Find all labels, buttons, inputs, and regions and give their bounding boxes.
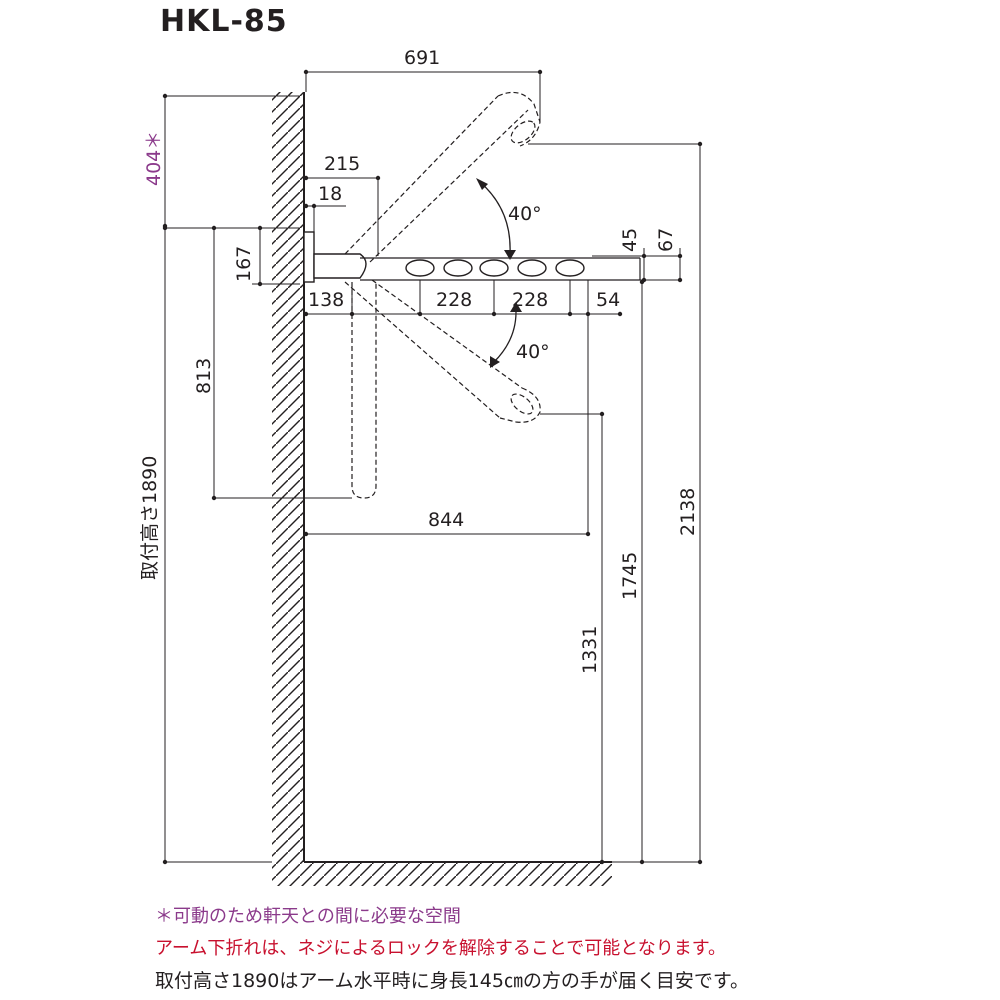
label-404: 404＊: [143, 131, 165, 186]
arm-base-block: [313, 253, 367, 279]
label-215: 215: [324, 153, 360, 175]
dimension-labels: 691 215 18 167 138 228 228 54 45 67 404＊…: [139, 47, 699, 674]
floor: [272, 861, 612, 886]
lower-arm-edge-b: [371, 279, 523, 389]
note-height-guide: 取付高さ1890はアーム水平時に身長145㎝の方の手が届く目安です。: [155, 970, 750, 992]
lower-angle-arrow-a: [510, 302, 522, 312]
dimension-dots: [162, 69, 703, 865]
hanger-hole-2: [443, 259, 473, 277]
wall-bracket: [303, 231, 315, 283]
label-1745: 1745: [619, 552, 641, 600]
upper-angle-arc: [479, 181, 511, 255]
hanger-hole-5: [555, 259, 585, 277]
upper-arm-tip: [497, 91, 541, 147]
folded-arm-outline: [351, 282, 377, 499]
upper-arm-hole: [510, 120, 536, 144]
folded-down-arm: [351, 282, 377, 499]
label-angle-upper: 40°: [508, 203, 542, 225]
label-228-second: 228: [512, 289, 548, 311]
note-folding: アーム下折れは、ネジによるロックを解除することで可能となります。: [155, 938, 726, 959]
floor-hatching: [272, 862, 612, 886]
label-67: 67: [655, 228, 677, 252]
label-45: 45: [619, 228, 641, 252]
note-clearance: ＊可動のため軒天との間に必要な空間: [155, 906, 461, 927]
upper-arm-edge-b: [369, 109, 529, 263]
upper-angle-arrow-b: [504, 250, 516, 260]
lower-angle-arrow-b: [490, 356, 500, 368]
dimension-lines: [164, 71, 701, 863]
upper-arm-position: [344, 91, 541, 263]
hanger-hole-3: [479, 259, 509, 277]
angle-arcs: [476, 178, 522, 368]
upper-angle-arrow-a: [476, 178, 488, 190]
label-691: 691: [404, 47, 440, 69]
lower-arm-position: [344, 279, 541, 423]
label-2138: 2138: [677, 488, 699, 536]
label-1331: 1331: [579, 626, 601, 674]
hanger-hole-4: [517, 259, 547, 277]
lower-arm-hole: [510, 393, 534, 415]
upper-arm-edge-a: [344, 95, 499, 255]
horizontal-arm: [303, 231, 641, 283]
wall: [272, 92, 305, 862]
label-18: 18: [318, 183, 342, 205]
label-228-first: 228: [436, 289, 472, 311]
label-54: 54: [596, 289, 620, 311]
label-mount-height: 取付高さ1890: [139, 456, 161, 580]
label-844: 844: [428, 509, 464, 531]
label-angle-lower: 40°: [516, 341, 550, 363]
label-813: 813: [193, 358, 215, 394]
lower-arm-edge-a: [344, 281, 501, 419]
label-138: 138: [308, 289, 344, 311]
hanger-hole-1: [405, 259, 435, 277]
lower-angle-arc: [493, 311, 517, 363]
lower-arm-tip: [499, 387, 541, 423]
wall-hatching: [272, 92, 304, 862]
model-title: HKL-85: [160, 4, 288, 39]
label-167: 167: [233, 246, 255, 282]
